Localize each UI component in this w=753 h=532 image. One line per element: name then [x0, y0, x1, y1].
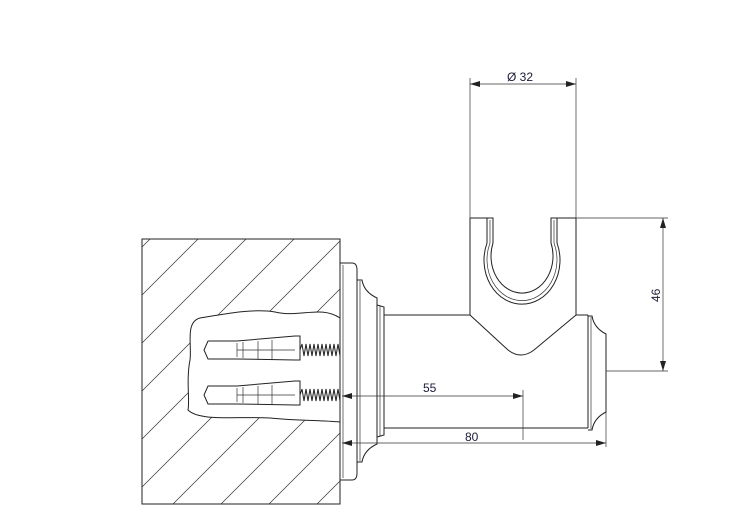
hatch-line [316, 480, 340, 504]
dimension-55: 55 [342, 381, 524, 440]
wall-section [141, 238, 753, 532]
hatch-line [330, 239, 630, 532]
anchor-cavity [187, 310, 341, 423]
dimension-diameter: Ø 32 [469, 70, 577, 218]
hatch-line [142, 239, 151, 248]
dimension-label-diameter: Ø 32 [507, 70, 533, 84]
dimension-80: 80 [342, 412, 607, 447]
wall-anchors [203, 335, 341, 406]
hatch-line [142, 239, 247, 344]
hand-shower-holder [469, 217, 577, 356]
dimension-height: 46 [576, 217, 668, 372]
wall-plug-with-screw [203, 380, 341, 406]
wall-plug-with-screw [203, 335, 341, 361]
hatch-line [142, 239, 199, 296]
wall-flange [339, 262, 385, 481]
dimension-label-80: 80 [465, 430, 479, 444]
screw-thread [299, 343, 341, 357]
dimension-label-55: 55 [423, 381, 437, 395]
hatch-line [570, 239, 753, 532]
hatch-line [142, 239, 295, 392]
hatch-line [474, 239, 753, 532]
hatch-line [522, 239, 753, 532]
hatch-line [268, 432, 340, 504]
screw-thread [299, 388, 341, 402]
arm-body [384, 314, 607, 431]
dimension-label-height: 46 [649, 288, 663, 302]
